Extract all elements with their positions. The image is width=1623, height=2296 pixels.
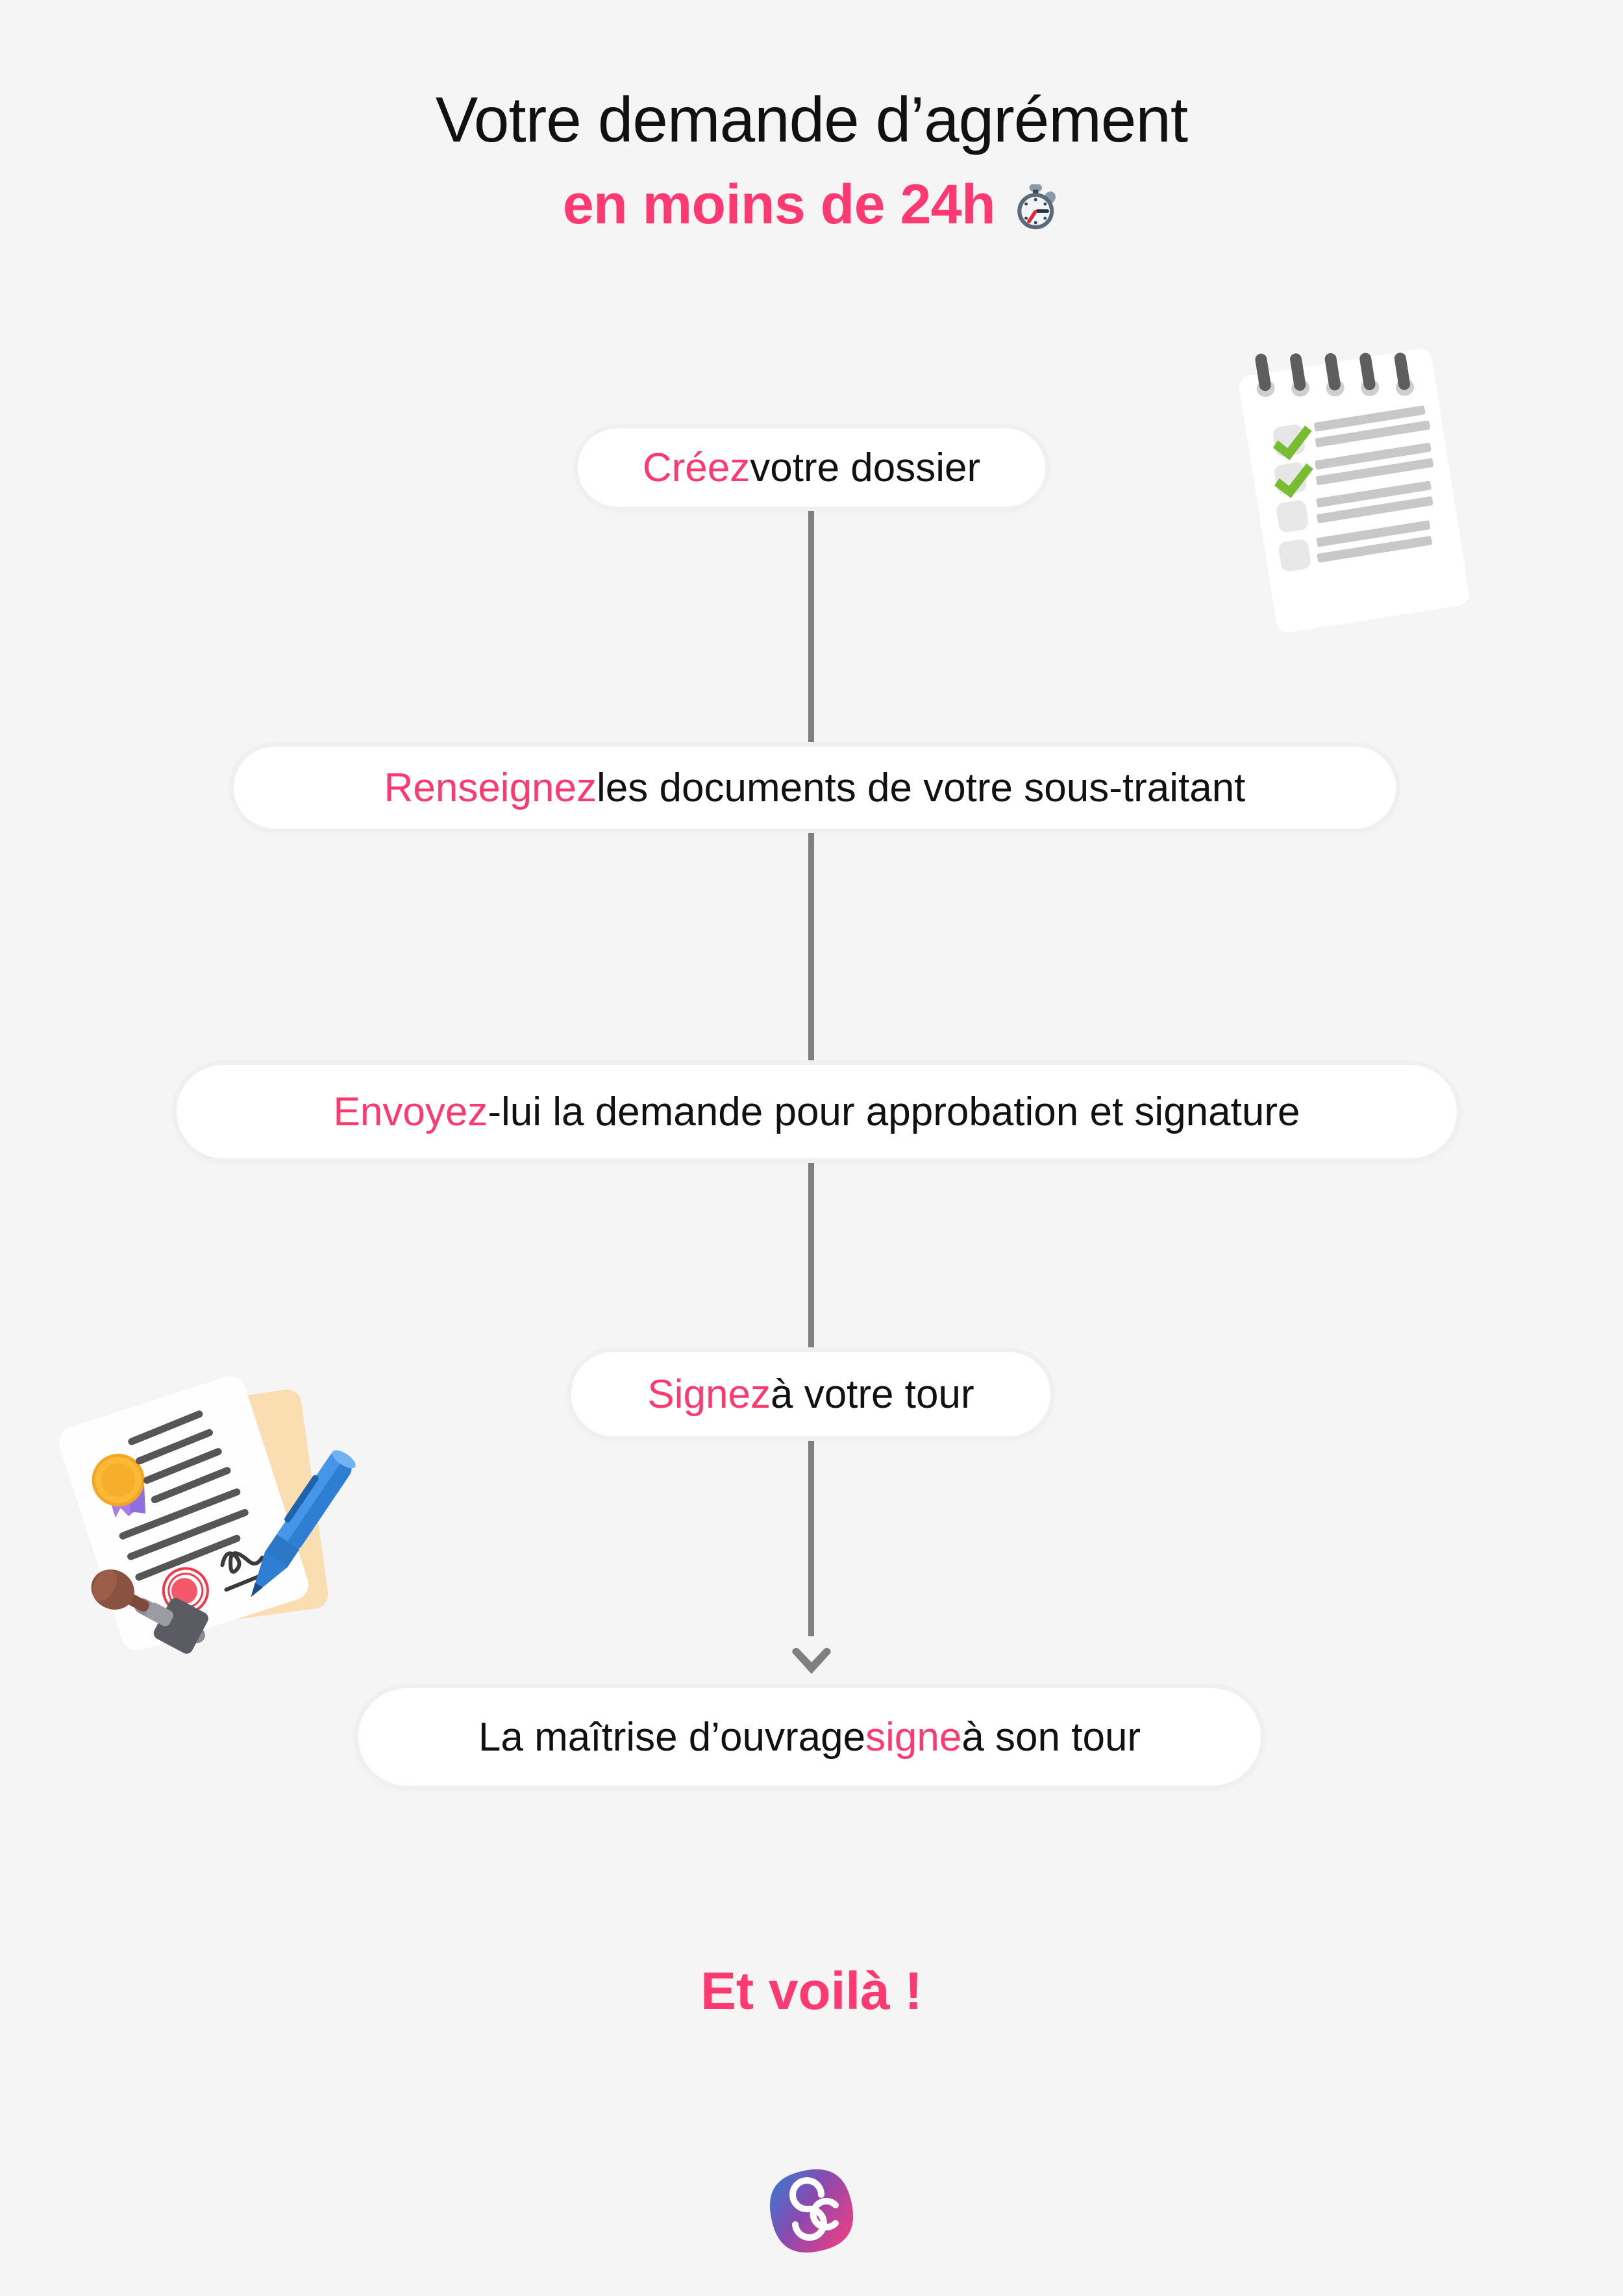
step-pill-5[interactable]: La maîtrise d’ouvrage signe à son tour [358, 1688, 1261, 1786]
page-title: Votre demande d’agrément en moins de 24h [0, 77, 1623, 256]
step-5-highlight: signe [865, 1714, 962, 1760]
step-1-highlight: Créez [642, 445, 750, 490]
step-2-highlight: Renseignez [384, 765, 597, 810]
connector-4 [808, 1435, 814, 1636]
sc-logo[interactable] [763, 2162, 860, 2260]
step-2-rest: les documents de votre sous-traitant [597, 765, 1246, 810]
closing-label: Et voilà ! [700, 1962, 923, 2021]
arrow-down-icon [789, 1636, 834, 1675]
step-pill-1[interactable]: Créez votre dossier [578, 429, 1045, 506]
step-4-highlight: Signez [647, 1371, 771, 1417]
step-1-rest: votre dossier [750, 445, 981, 490]
stopwatch-icon [1010, 171, 1060, 256]
step-3-rest: -lui la demande pour approbation et sign… [488, 1089, 1300, 1134]
step-pill-3[interactable]: Envoyez-lui la demande pour approbation … [177, 1065, 1457, 1158]
title-line-2: en moins de 24h [0, 162, 1623, 256]
step-3-highlight: Envoyez [333, 1089, 488, 1134]
step-5-pre: La maîtrise d’ouvrage [478, 1714, 866, 1760]
step-4-rest: à votre tour [770, 1371, 974, 1417]
step-pill-4[interactable]: Signez à votre tour [571, 1352, 1050, 1436]
step-pill-2[interactable]: Renseignez les documents de votre sous-t… [234, 747, 1396, 829]
title-line-2-label: en moins de 24h [562, 173, 996, 236]
notepad-checklist-illustration [1220, 325, 1493, 636]
title-line-1: Votre demande d’agrément [435, 84, 1188, 155]
connector-1 [808, 505, 814, 752]
connector-3 [808, 1156, 814, 1351]
step-5-rest: à son tour [961, 1714, 1141, 1760]
connector-2 [808, 826, 814, 1067]
signed-contract-illustration [39, 1344, 364, 1669]
